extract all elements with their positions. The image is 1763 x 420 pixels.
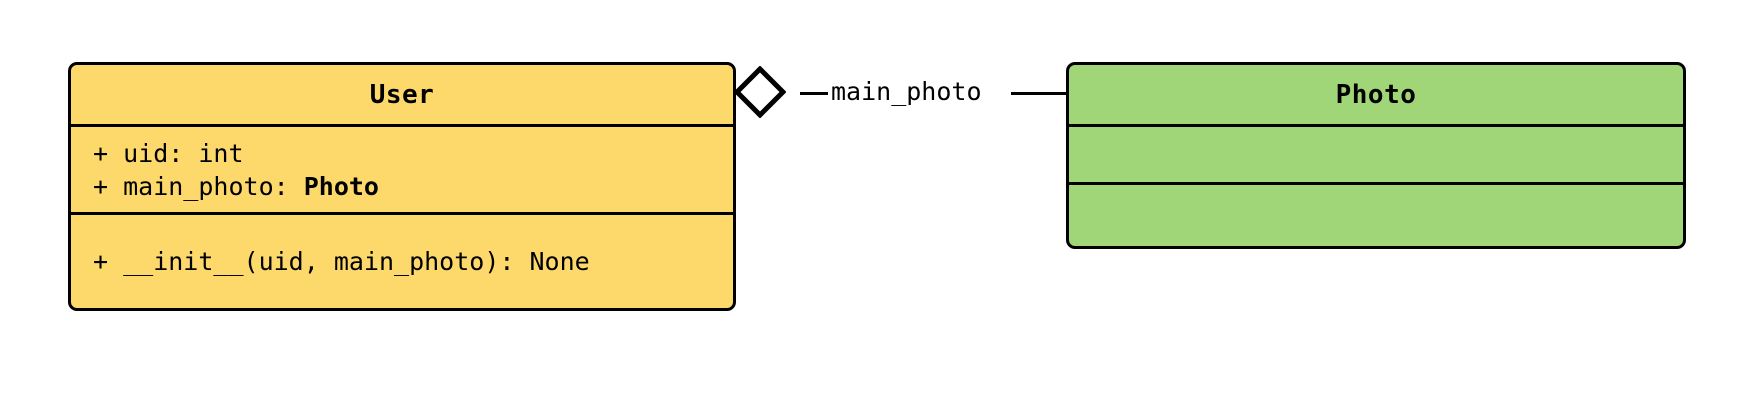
association-label-main-photo: main_photo xyxy=(829,77,984,106)
attribute-row: + main_photo: Photo xyxy=(93,170,733,203)
attribute-text-main-photo: + main_photo: xyxy=(93,171,304,201)
aggregation-diamond-icon xyxy=(733,65,787,119)
uml-class-user[interactable]: User + uid: int + main_photo: Photo + __… xyxy=(68,62,736,311)
method-text-init: + __init__(uid, main_photo): None xyxy=(93,247,590,276)
association-line-right xyxy=(1011,92,1066,95)
attribute-text-uid: + uid: int xyxy=(93,138,244,168)
method-row: + __init__(uid, main_photo): None xyxy=(93,245,733,278)
class-methods-compartment-photo xyxy=(1069,182,1683,243)
uml-class-photo[interactable]: Photo xyxy=(1066,62,1686,249)
association-line-left xyxy=(800,92,828,95)
class-name-user: User xyxy=(369,79,435,110)
class-attributes-compartment-user: + uid: int + main_photo: Photo xyxy=(71,124,733,212)
class-methods-compartment-user: + __init__(uid, main_photo): None xyxy=(71,212,733,308)
class-name-photo: Photo xyxy=(1335,79,1417,110)
attribute-row: + uid: int xyxy=(93,137,733,170)
class-attributes-compartment-photo xyxy=(1069,124,1683,182)
attribute-type-main-photo: Photo xyxy=(303,171,379,201)
class-title-compartment-photo: Photo xyxy=(1069,65,1683,124)
class-title-compartment-user: User xyxy=(71,65,733,124)
